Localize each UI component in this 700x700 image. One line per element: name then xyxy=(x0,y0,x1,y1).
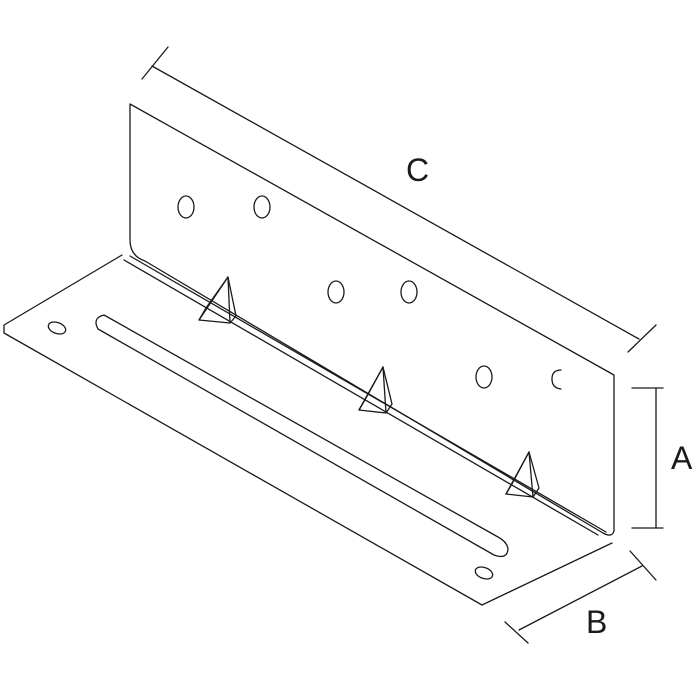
dim-c-tick-start xyxy=(141,46,169,80)
wall-hole-1 xyxy=(177,195,195,219)
dim-c-line xyxy=(151,65,640,340)
wall-hole-3 xyxy=(327,280,345,304)
dimension-label-b: B xyxy=(586,604,608,640)
base-hole-left xyxy=(47,321,67,335)
bend-inner-line xyxy=(123,259,599,536)
wall-hole-2 xyxy=(253,195,271,219)
wall-holes xyxy=(177,195,562,390)
dimension-label-c: C xyxy=(406,152,430,188)
dimension-lines xyxy=(141,46,664,644)
wall-hole-4 xyxy=(400,280,418,304)
tooth-3 xyxy=(505,451,540,498)
bracket-base-plate xyxy=(3,254,613,606)
dim-b-tick-right xyxy=(629,550,657,581)
dim-c-tick-end xyxy=(627,324,657,353)
dimension-label-a: A xyxy=(671,440,693,476)
wall-hole-6 xyxy=(551,369,562,390)
dim-b-line xyxy=(518,565,643,631)
base-outline xyxy=(3,254,613,606)
tooth-1 xyxy=(198,276,237,324)
dim-b-tick-left xyxy=(504,621,529,644)
wall-outline xyxy=(129,103,615,536)
bracket-vertical-wall xyxy=(129,103,615,536)
wall-hole-5 xyxy=(475,365,493,389)
base-hole-right xyxy=(474,566,494,580)
base-slot xyxy=(95,314,509,558)
bracket-teeth xyxy=(198,276,540,498)
tooth-2 xyxy=(358,366,393,414)
